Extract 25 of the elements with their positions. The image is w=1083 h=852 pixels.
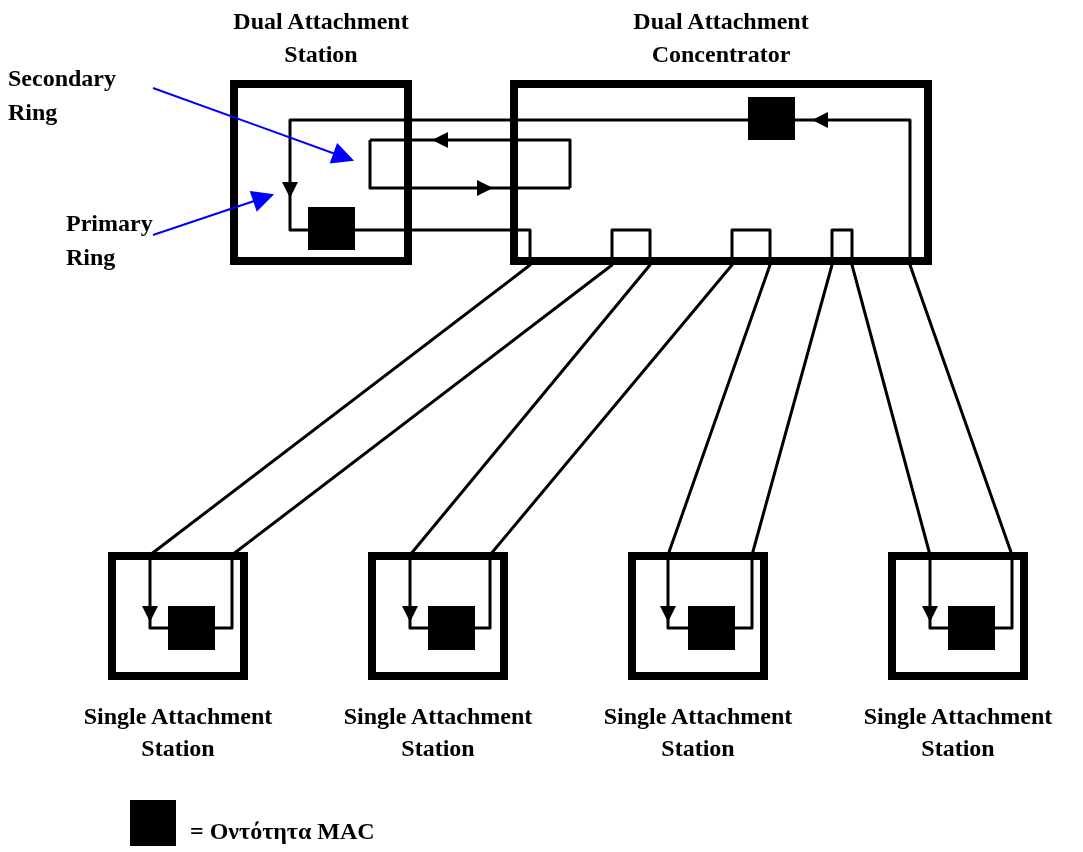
ring-connector [795,112,1014,630]
mac-entity-block [688,606,735,650]
callout-text: Secondary Ring [8,64,117,127]
node-title: Dual Attachment Concentrator [632,7,810,69]
node-title: Single Attachment Station [342,702,534,764]
ring-connector [282,118,748,232]
node-title: Single Attachment Station [862,702,1054,764]
ring-connector [142,228,532,630]
ring-connector [368,140,570,196]
mac-entity-block [168,606,215,650]
mac-entity-block [308,207,355,250]
node-title: Single Attachment Station [82,702,274,764]
mac-entity-block [948,606,995,650]
mac-entity-block [428,606,475,650]
callout-text: Primary Ring [66,209,154,272]
leader-arrow [152,87,355,164]
node-title: Dual Attachment Station [232,7,410,69]
leader-arrow [152,190,275,236]
legend-text: = Οντότητα MAC [190,818,375,845]
ring-connector [735,228,948,630]
ring-connector [370,132,572,188]
ring-connector [475,228,772,630]
node-title: Single Attachment Station [602,702,794,764]
mac-entity-block [748,97,795,140]
ring-connector [215,228,652,630]
